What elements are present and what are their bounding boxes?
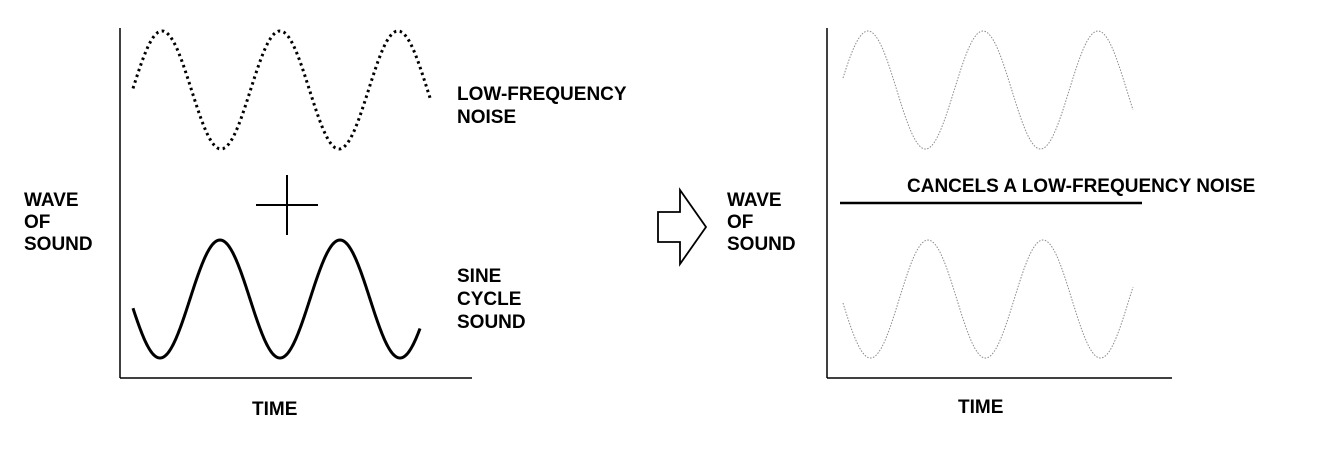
right-y-axis-label: WAVE OF SOUND (727, 190, 796, 255)
right-noise-wave (842, 30, 1134, 150)
left-panel: WAVE OF SOUND TIME LOW-FREQUENCY NOISE S… (24, 28, 632, 420)
right-arrow-icon (657, 187, 708, 267)
cancellation-label: CANCELS A LOW-FREQUENCY NOISE (907, 176, 1255, 197)
right-x-axis-label: TIME (958, 397, 1003, 418)
plus-sign (256, 175, 318, 235)
left-y-axis-label: WAVE OF SOUND (24, 190, 93, 255)
noise-label: LOW-FREQUENCY NOISE (457, 84, 632, 128)
sine-cycle-sound-wave (131, 238, 422, 360)
left-x-axis-label: TIME (252, 399, 297, 420)
right-sine-wave (842, 239, 1134, 359)
sine-label: SINE CYCLE SOUND (457, 266, 527, 333)
low-frequency-noise-wave (131, 29, 432, 151)
right-panel: WAVE OF SOUND CANCELS A LOW-FREQUENCY NO… (727, 28, 1255, 418)
